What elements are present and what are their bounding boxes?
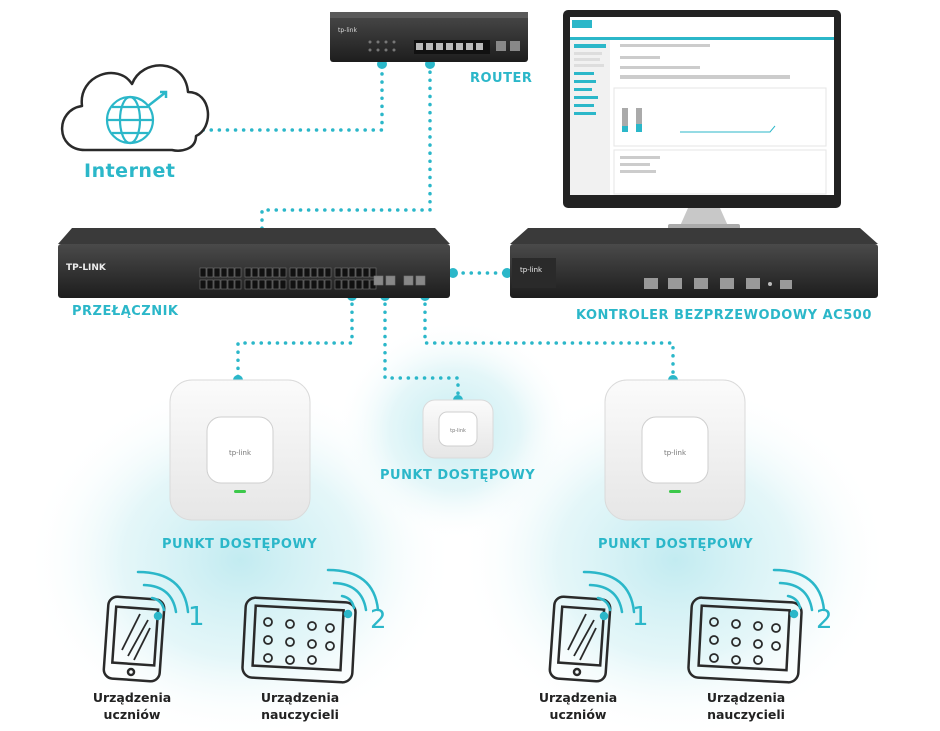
switch-port xyxy=(348,279,356,290)
switch-port xyxy=(213,279,221,290)
switch-port xyxy=(206,279,214,290)
switch-port xyxy=(334,267,342,278)
switch-port xyxy=(258,267,266,278)
device-label-phone-left: Urządzenia uczniów xyxy=(92,690,172,722)
switch-port xyxy=(303,267,311,278)
switch-port xyxy=(324,279,332,290)
tablet-icon xyxy=(687,596,803,684)
switch-port xyxy=(279,267,287,278)
switch-port xyxy=(279,279,287,290)
switch-port xyxy=(227,279,235,290)
svg-text:tp-link: tp-link xyxy=(450,428,466,434)
access-point-center: tp-link xyxy=(422,399,494,459)
switch-port xyxy=(213,267,221,278)
device-number: 2 xyxy=(816,605,833,635)
switch-port xyxy=(317,279,325,290)
switch-port xyxy=(334,279,342,290)
switch-sfp-port xyxy=(415,275,426,286)
switch-port xyxy=(362,279,370,290)
switch-port xyxy=(355,279,363,290)
switch-port xyxy=(272,267,280,278)
access-point-left: tp-link xyxy=(169,379,311,521)
ap-logo: tp-link xyxy=(229,449,252,457)
connection-lines xyxy=(193,62,675,400)
controller-logo: tp-link xyxy=(520,266,543,274)
switch-port xyxy=(234,279,242,290)
controller-device: tp-link xyxy=(510,228,878,298)
switch-port xyxy=(244,267,252,278)
ap-center-label: PUNKT DOSTĘPOWY xyxy=(380,468,536,483)
internet-label: Internet xyxy=(84,160,176,182)
router-logo: tp-link xyxy=(338,27,357,34)
switch-port xyxy=(206,267,214,278)
switch-port xyxy=(310,279,318,290)
device-number: 2 xyxy=(370,605,387,635)
switch-device: TP-LINK xyxy=(58,228,450,298)
switch-port xyxy=(348,267,356,278)
switch-port xyxy=(310,267,318,278)
switch-port xyxy=(265,279,273,290)
switch-port xyxy=(303,279,311,290)
svg-text:tp-link: tp-link xyxy=(664,449,687,457)
switch-port xyxy=(244,279,252,290)
switch-port xyxy=(369,267,377,278)
device-label-phone-right: Urządzenia uczniów xyxy=(538,690,618,722)
switch-port xyxy=(227,267,235,278)
wifi-signal-icon xyxy=(136,570,190,621)
router-label: ROUTER xyxy=(470,71,533,86)
ap-left-label: PUNKT DOSTĘPOWY xyxy=(162,537,318,552)
switch-port xyxy=(220,279,228,290)
tablet-icon xyxy=(241,596,357,684)
switch-port xyxy=(265,267,273,278)
switch-port xyxy=(234,267,242,278)
switch-port xyxy=(296,267,304,278)
switch-sfp-port xyxy=(385,275,396,286)
coverage-glow-right xyxy=(460,380,890,731)
device-number: 1 xyxy=(188,602,205,632)
switch-sfp-port xyxy=(403,275,414,286)
phone-icon xyxy=(102,595,166,683)
switch-port xyxy=(258,279,266,290)
device-label-tablet-left: Urządzenia nauczycieli xyxy=(260,690,340,722)
wifi-signal-icon xyxy=(326,568,380,619)
switch-port xyxy=(251,267,259,278)
phone-icon xyxy=(548,595,612,683)
switch-port xyxy=(251,279,259,290)
switch-port xyxy=(296,279,304,290)
switch-label: PRZEŁĄCZNIK xyxy=(72,304,179,319)
switch-port xyxy=(199,267,207,278)
switch-port xyxy=(289,267,297,278)
switch-port xyxy=(362,267,370,278)
wifi-signal-icon xyxy=(772,568,826,619)
switch-port xyxy=(341,267,349,278)
switch-port xyxy=(341,279,349,290)
monitor-device xyxy=(563,10,841,230)
switch-port xyxy=(324,267,332,278)
ap-right-label: PUNKT DOSTĘPOWY xyxy=(598,537,754,552)
device-label-tablet-right: Urządzenia nauczycieli xyxy=(706,690,786,722)
switch-port xyxy=(289,279,297,290)
switch-logo: TP-LINK xyxy=(66,263,107,273)
switch-port xyxy=(220,267,228,278)
switch-port xyxy=(199,279,207,290)
access-point-right: tp-link xyxy=(604,379,746,521)
globe-icon xyxy=(105,90,168,145)
switch-port xyxy=(317,267,325,278)
router-device: tp-link xyxy=(330,12,528,62)
switch-port xyxy=(272,279,280,290)
wifi-signal-icon xyxy=(582,570,636,621)
switch-port xyxy=(355,267,363,278)
switch-sfp-port xyxy=(373,275,384,286)
controller-label: KONTROLER BEZPRZEWODOWY AC500 xyxy=(576,308,872,323)
device-number: 1 xyxy=(632,602,649,632)
